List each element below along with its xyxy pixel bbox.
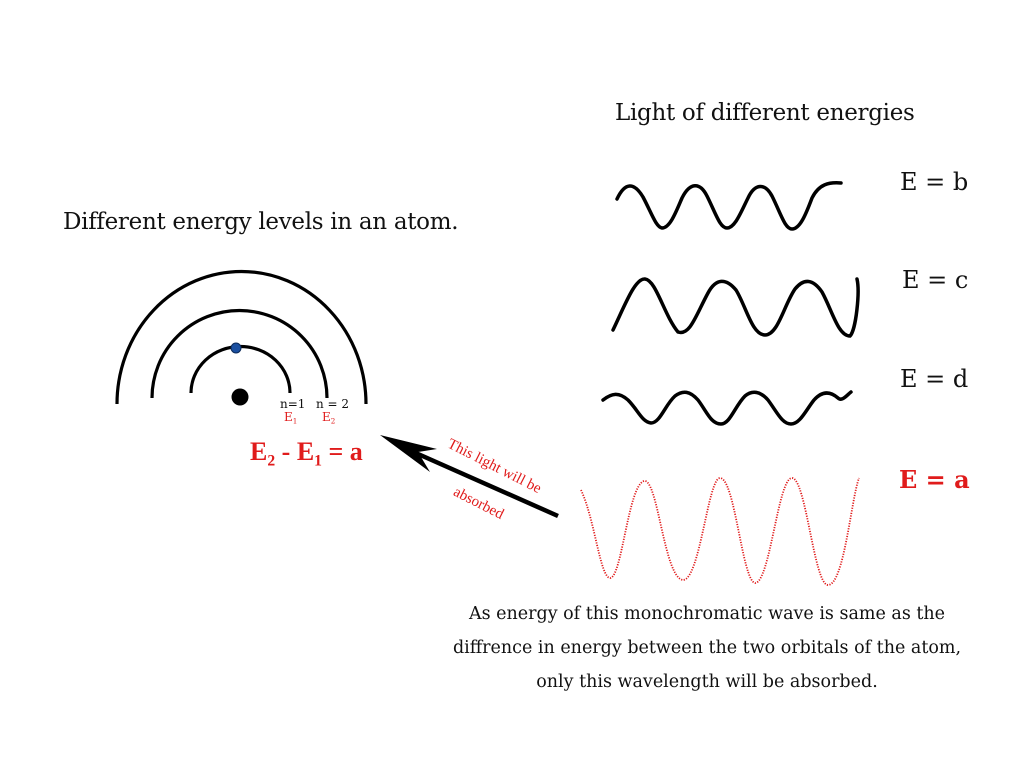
wave-d (601, 390, 853, 426)
energy-label-e2: E2 (322, 410, 336, 426)
wave-b (615, 181, 843, 231)
nucleus-icon (231, 388, 249, 406)
electron-icon (230, 342, 242, 354)
wave-label-c: E = c (902, 266, 969, 294)
explanation-caption: As energy of this monochromatic wave is … (452, 604, 962, 692)
wave-c (611, 277, 860, 338)
orbit-outer (115, 269, 368, 405)
wave-label-a: E = a (899, 465, 970, 494)
absorption-arrow-icon (380, 435, 559, 519)
level-label-n1: n=1 (280, 397, 306, 411)
energy-difference-equation: E2 - E1 = a (250, 437, 363, 470)
level-label-n2: n = 2 (316, 397, 350, 411)
orbit-n2 (150, 308, 329, 399)
wave-a (580, 477, 860, 586)
energy-label-e1: E1 (284, 410, 298, 426)
waves-title: Light of different energies (615, 100, 915, 126)
orbit-n1 (189, 345, 292, 394)
wave-label-b: E = b (900, 168, 969, 196)
atom-title: Different energy levels in an atom. (63, 209, 459, 235)
wave-label-d: E = d (900, 365, 969, 393)
